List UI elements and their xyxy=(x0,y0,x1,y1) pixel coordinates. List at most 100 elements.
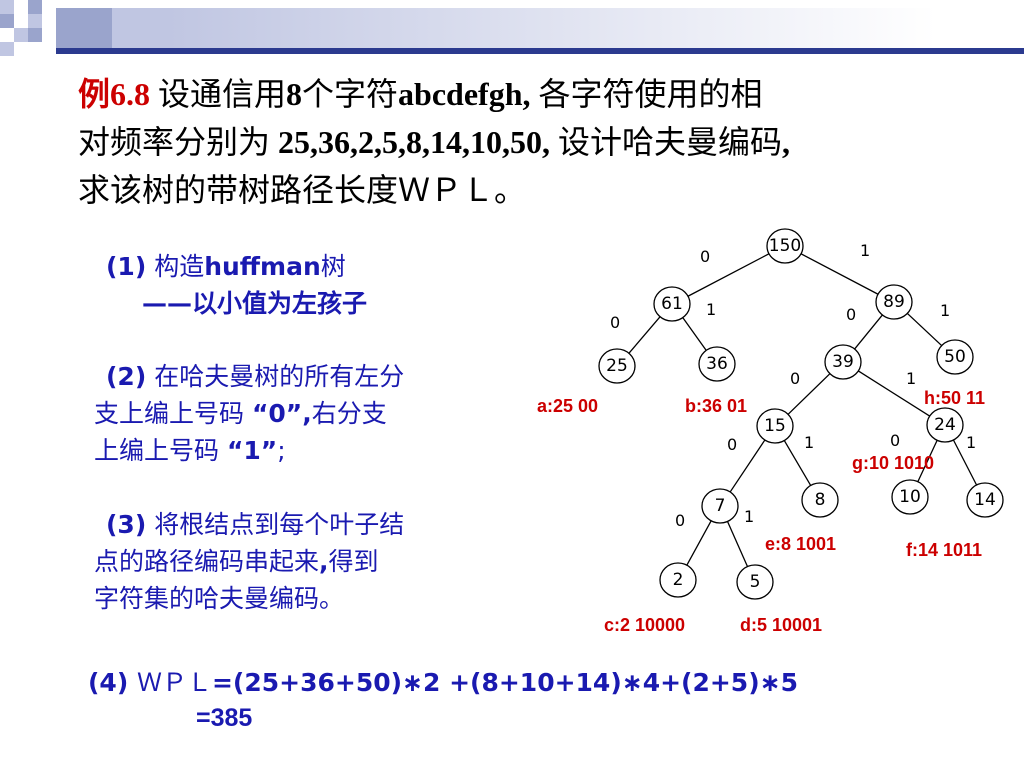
corner-square-8 xyxy=(0,42,14,56)
problem-statement: 例6.8 设通信用8个字符abcdefgh, 各字符使用的相 对频率分别为 25… xyxy=(78,70,978,214)
code-label: f:14 1011 xyxy=(906,540,982,560)
wpl-result: =385 xyxy=(196,704,253,732)
code-label: h:50 11 xyxy=(924,388,985,408)
tree-edge-n89-n39 xyxy=(853,313,884,351)
node-circle xyxy=(936,339,974,375)
node-circle xyxy=(659,562,697,598)
corner-square-1 xyxy=(0,0,14,14)
node-circle xyxy=(824,344,862,380)
example-number: 例6.8 xyxy=(78,76,151,112)
edge-label-n7-n5: 1 xyxy=(744,507,754,526)
corner-square-2 xyxy=(14,0,28,14)
tree-edge-n7-n2 xyxy=(685,519,713,567)
tree-node-36: 36 xyxy=(698,346,736,382)
edge-label-n24-n10: 0 xyxy=(890,431,900,450)
tree-node-7: 7 xyxy=(701,488,739,524)
tree-edge-n15-n8 xyxy=(783,439,812,487)
corner-square-4 xyxy=(0,14,14,28)
tree-node-14: 14 xyxy=(966,482,1004,518)
tree-node-2: 2 xyxy=(659,562,697,598)
tree-edge-n89-n50 xyxy=(906,312,943,347)
node-circle xyxy=(736,564,774,600)
node-circle xyxy=(926,407,964,443)
node-circle xyxy=(698,346,736,382)
edge-label-n61-n25: 0 xyxy=(610,313,620,332)
node-circle xyxy=(875,284,913,320)
node-circle xyxy=(598,348,636,384)
title-line-2: 对频率分别为 25,36,2,5,8,14,10,50, 设计哈夫曼编码, xyxy=(78,124,791,160)
tree-edge-n39-n24 xyxy=(857,369,931,418)
tree-node-61: 61 xyxy=(653,286,691,322)
node-value: 14 xyxy=(974,490,996,510)
code-label: e:8 1001 xyxy=(765,534,836,554)
edge-label-n150-n89: 1 xyxy=(860,241,870,260)
node-circle xyxy=(966,482,1004,518)
edge-label-n15-n7: 0 xyxy=(727,435,737,454)
tree-edge-n24-n14 xyxy=(952,438,978,487)
wpl-formula: (4) ＷＰＬ=(25+36+50)∗2 +(8+10+14)∗4+(2+5)∗… xyxy=(88,668,798,697)
step-2: (2) 在哈夫曼树的所有左分 支上编上号码 “0”,右分支 上编上号码 “1”; xyxy=(94,362,405,465)
node-value: 89 xyxy=(883,292,905,312)
step-1: (1) 构造huffman树 ——以小值为左孩子 xyxy=(106,252,368,318)
node-value: 50 xyxy=(944,347,966,367)
edge-label-n7-n2: 0 xyxy=(675,511,685,530)
huffman-code-labels: a:25 00 b:36 01 h:50 11 g:10 1010 e:8 1001 f:… xyxy=(537,388,985,635)
tree-edge-n150-n61 xyxy=(686,252,771,298)
code-label: b:36 01 xyxy=(685,396,747,416)
tree-node-24: 24 xyxy=(926,407,964,443)
edge-label-n89-n50: 1 xyxy=(940,301,950,320)
edge-label-n15-n8: 1 xyxy=(804,433,814,452)
code-label: g:10 1010 xyxy=(852,453,934,473)
node-value: 2 xyxy=(673,570,684,590)
edge-label-n24-n14: 1 xyxy=(966,433,976,452)
code-label: c:2 10000 xyxy=(604,615,685,635)
node-value: 15 xyxy=(764,416,786,436)
node-value: 150 xyxy=(769,236,801,256)
edge-label-n39-n15: 0 xyxy=(790,369,800,388)
header-bar xyxy=(56,8,1024,48)
tree-node-39: 39 xyxy=(824,344,862,380)
title-line-3: 求该树的带树路径长度ＷＰＬ。 xyxy=(78,172,527,208)
code-label: a:25 00 xyxy=(537,396,598,416)
tree-node-10: 10 xyxy=(891,479,929,515)
tree-edge-n24-n10 xyxy=(916,439,939,483)
node-circle xyxy=(653,286,691,322)
corner-square-7 xyxy=(28,28,42,42)
tree-node-25: 25 xyxy=(598,348,636,384)
tree-edge-n7-n5 xyxy=(726,520,749,568)
tree-node-8: 8 xyxy=(801,482,839,518)
node-value: 36 xyxy=(706,354,728,374)
node-value: 25 xyxy=(606,356,628,376)
node-circle xyxy=(801,482,839,518)
step-3: (3) 将根结点到每个叶子结 点的路径编码串起来,得到 字符集的哈夫曼编码。 xyxy=(94,510,405,613)
title-line-1: 例6.8 设通信用8个字符abcdefgh, 各字符使用的相 xyxy=(78,76,763,112)
tree-edge-n15-n7 xyxy=(729,438,766,494)
node-circle xyxy=(756,408,794,444)
header-bar-line xyxy=(56,48,1024,54)
tree-edge-n39-n15 xyxy=(786,372,832,416)
edge-label-n39-n24: 1 xyxy=(906,369,916,388)
tree-edge-n61-n25 xyxy=(627,315,662,355)
tree-node-50: 50 xyxy=(936,339,974,375)
node-value: 24 xyxy=(934,415,956,435)
tree-edge-n150-n89 xyxy=(799,252,880,296)
node-value: 61 xyxy=(661,294,683,314)
node-value: 39 xyxy=(832,352,854,372)
node-value: 10 xyxy=(899,487,921,507)
tree-node-15: 15 xyxy=(756,408,794,444)
edge-label-n61-n36: 1 xyxy=(706,300,716,319)
node-circle xyxy=(766,228,804,264)
node-value: 8 xyxy=(815,490,826,510)
tree-node-5: 5 xyxy=(736,564,774,600)
tree-node-89: 89 xyxy=(875,284,913,320)
corner-square-5 xyxy=(28,14,42,28)
tree-node-150: 150 xyxy=(766,228,804,264)
node-value: 7 xyxy=(715,496,726,516)
edge-label-n150-n61: 0 xyxy=(700,247,710,266)
node-circle xyxy=(891,479,929,515)
corner-square-3 xyxy=(28,0,42,14)
tree-edge-n61-n36 xyxy=(681,316,708,352)
code-label: d:5 10001 xyxy=(740,615,822,635)
